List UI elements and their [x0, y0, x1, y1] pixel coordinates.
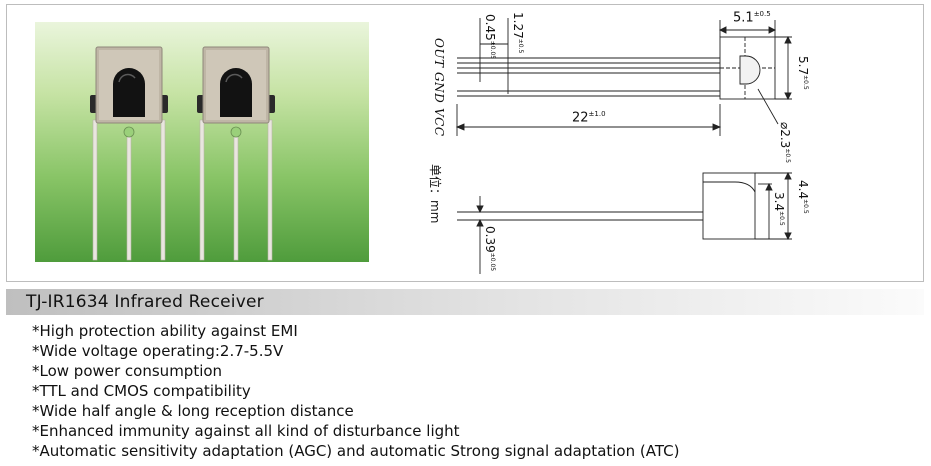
dimension-drawing: 5.1±0.5 22±1.0 1.27±0.5 0.45±0.05 5.7±0.… [400, 4, 924, 282]
pin-label-out: OUT [432, 38, 446, 68]
dim-lead-thickness: 0.39±0.05 [483, 226, 497, 272]
feature-item: *High protection ability against EMI [32, 322, 298, 340]
feature-item: *Low power consumption [32, 362, 223, 380]
feature-item: *TTL and CMOS compatibility [32, 382, 251, 400]
ir-receiver-illustration [90, 46, 275, 261]
dim-lead-width: 0.45±0.05 [483, 14, 497, 60]
pin-label-vcc: VCC [432, 108, 446, 137]
dim-side-depth: 4.4±0.5 [796, 180, 810, 214]
product-photo [35, 22, 369, 262]
title-bar [6, 289, 924, 315]
feature-list: *High protection ability against EMI *Wi… [32, 321, 679, 461]
feature-item: *Wide voltage operating:2.7-5.5V [32, 342, 284, 360]
dim-lead-length: 22±1.0 [572, 110, 606, 126]
product-title: TJ-IR1634 Infrared Receiver [26, 292, 264, 312]
dim-body-height: 5.7±0.5 [796, 56, 810, 90]
dim-body-width: 5.1±0.5 [733, 10, 771, 26]
dim-lens-depth: 3.4±0.5 [772, 192, 786, 226]
feature-item: *Enhanced immunity against all kind of d… [32, 422, 460, 440]
pin-label-gnd: GND [432, 72, 446, 104]
dim-lens-diameter: ⌀2.3±0.5 [778, 122, 792, 163]
feature-item: *Wide half angle & long reception distan… [32, 402, 354, 420]
receiver-left [90, 46, 168, 261]
dimension-lines [455, 18, 792, 274]
feature-item: *Automatic sensitivity adaptation (AGC) … [32, 442, 680, 460]
unit-label: 单位：mm [428, 164, 442, 224]
dim-pin-pitch: 1.27±0.5 [511, 12, 525, 54]
receiver-right [197, 46, 275, 261]
